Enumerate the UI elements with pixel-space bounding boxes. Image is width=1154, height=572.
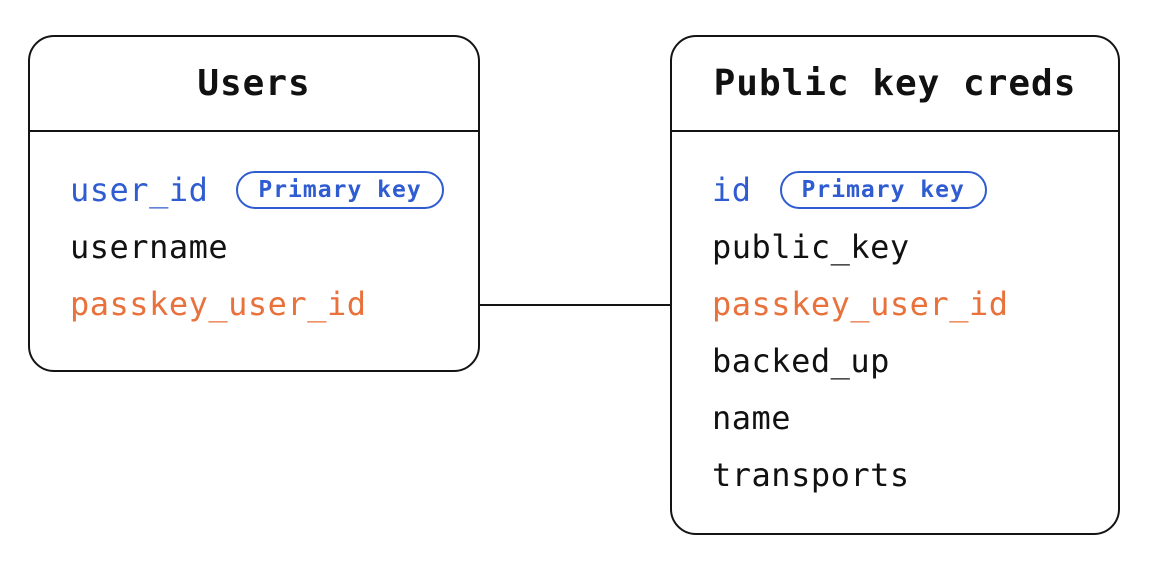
field-row-passkey-user-id: passkey_user_id [70,275,466,332]
field-row-name: name [712,389,1106,446]
table-card-users: Users user_id Primary key username passk… [28,35,480,372]
field-row-transports: transports [712,446,1106,503]
field-name-username: username [70,227,229,266]
field-row-public-key: public_key [712,218,1106,275]
table-users-header: Users [30,37,478,132]
table-users-fields: user_id Primary key username passkey_use… [30,132,478,332]
field-row-user-id: user_id Primary key [70,161,466,218]
field-name-public-key: public_key [712,227,910,266]
table-card-public-key-creds: Public key creds id Primary key public_k… [670,35,1120,535]
table-creds-title: Public key creds [713,63,1077,104]
field-name-passkey-user-id: passkey_user_id [712,284,1009,323]
field-name-passkey-user-id: passkey_user_id [70,284,367,323]
field-name-backed-up: backed_up [712,341,890,380]
table-creds-header: Public key creds [672,37,1118,132]
field-row-passkey-user-id: passkey_user_id [712,275,1106,332]
field-row-backed-up: backed_up [712,332,1106,389]
field-name-name: name [712,398,792,437]
field-name-id: id [712,170,752,209]
relationship-connector-line [480,304,670,306]
field-name-transports: transports [712,455,910,494]
primary-key-badge: Primary key [236,170,444,209]
field-row-id: id Primary key [712,161,1106,218]
table-creds-fields: id Primary key public_key passkey_user_i… [672,132,1118,503]
table-users-title: Users [197,63,311,104]
field-row-username: username [70,218,466,275]
field-name-user-id: user_id [70,170,209,209]
primary-key-badge: Primary key [779,170,987,209]
